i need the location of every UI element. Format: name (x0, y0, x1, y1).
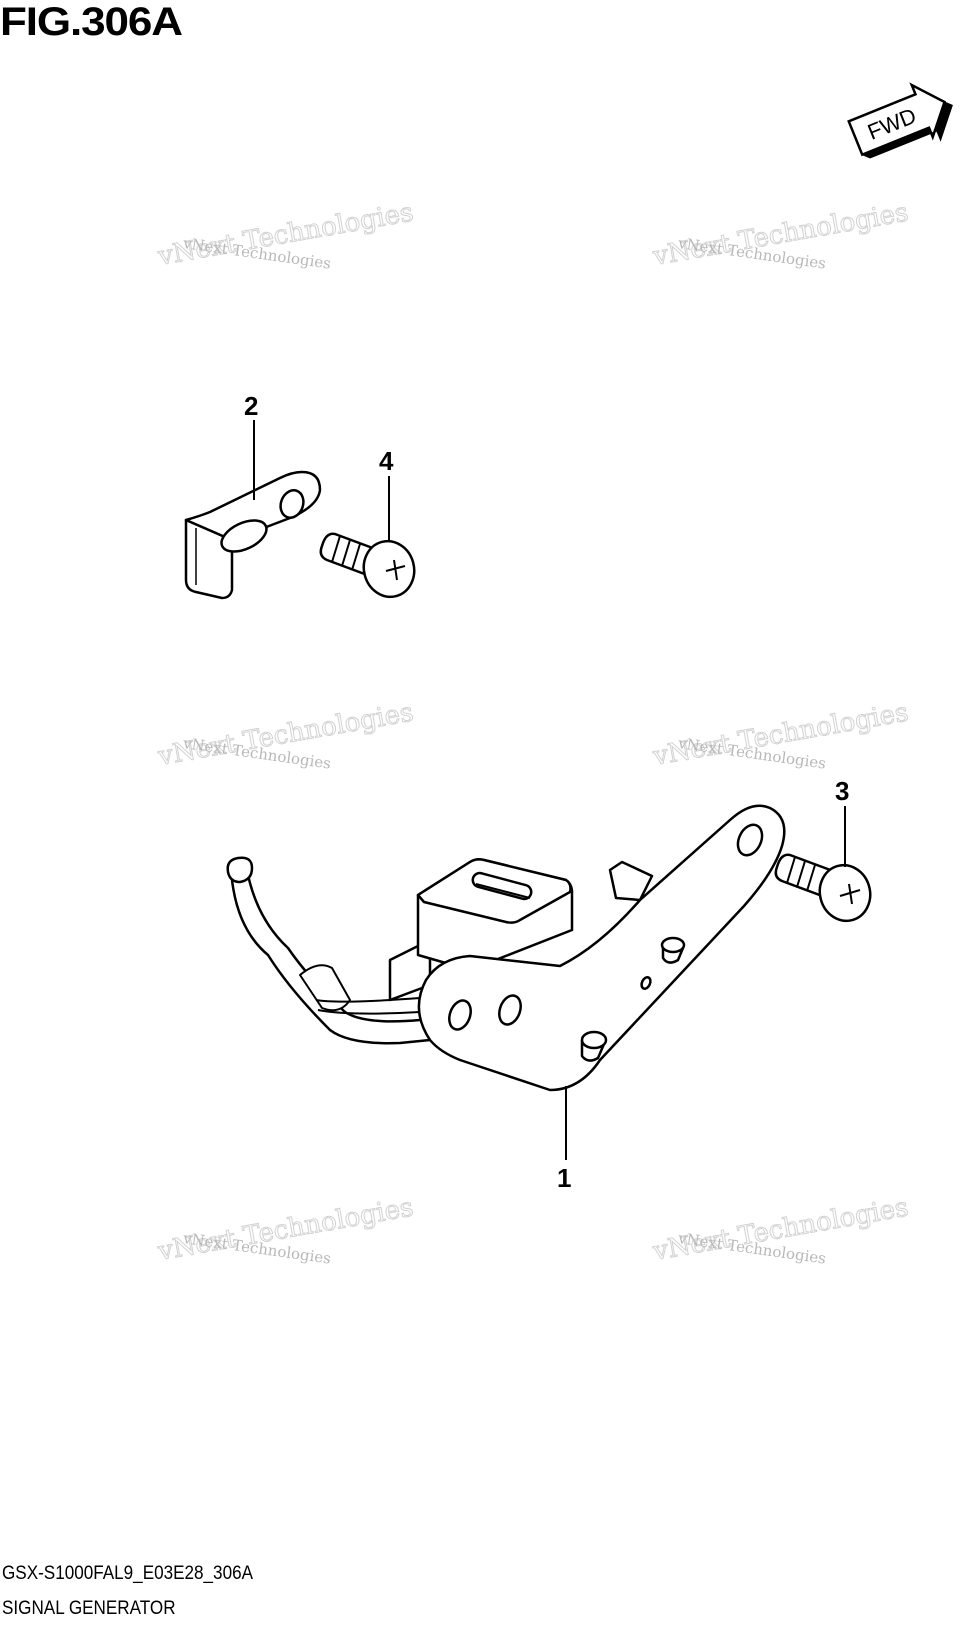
watermark-top-right: vNext Technologies vNext Technologies (650, 197, 912, 273)
figure-title: FIG.306A (0, 0, 183, 44)
figure-name: SIGNAL GENERATOR (2, 1598, 176, 1619)
watermark-middle-right: vNext Technologies vNext Technologies (650, 697, 912, 773)
callout-number: 2 (244, 391, 258, 421)
fwd-arrow-icon: FWD (847, 82, 953, 159)
bracket-part (184, 470, 322, 600)
watermark-bottom-right: vNext Technologies vNext Technologies (650, 1192, 912, 1268)
callout-number: 4 (379, 446, 394, 476)
figure-code: GSX-S1000FAL9_E03E28_306A (2, 1563, 254, 1584)
screw-part (774, 853, 872, 923)
callout-number: 3 (835, 776, 849, 806)
callout-number: 1 (557, 1163, 571, 1193)
signal-generator-part (226, 804, 786, 1092)
screw-part (319, 532, 416, 599)
watermark-top-left: vNext Technologies vNext Technologies (155, 197, 417, 273)
watermark-middle-left: vNext Technologies vNext Technologies (155, 697, 417, 773)
watermark-bottom-left: vNext Technologies vNext Technologies (155, 1192, 417, 1268)
